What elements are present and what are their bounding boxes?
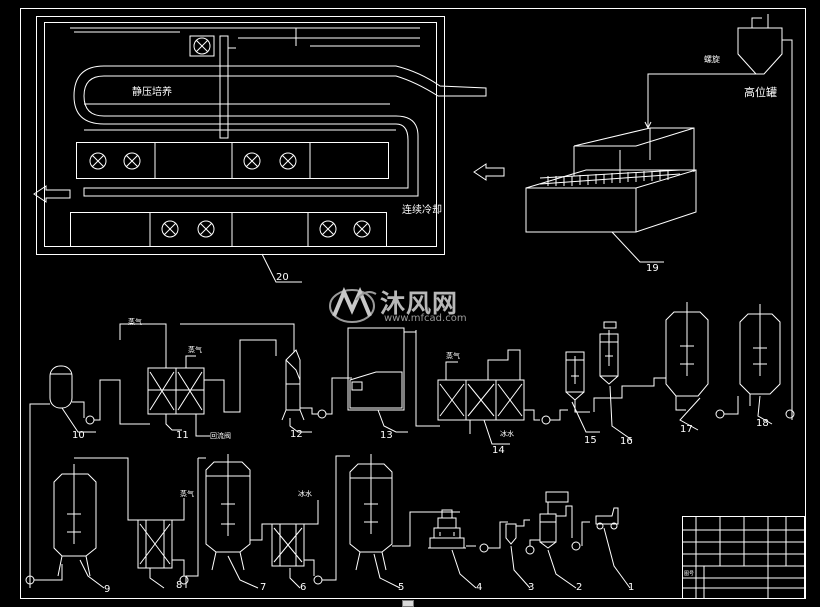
equipment-11-heat-exchanger — [119, 323, 295, 437]
equipment-9-tank — [25, 457, 129, 589]
equipment-number-3: 3 — [528, 582, 534, 593]
equipment-number-18: 18 — [756, 418, 769, 429]
equipment-14-heat-exchanger — [437, 349, 568, 445]
equipment-1-cart — [581, 507, 631, 589]
equipment-number-7: 7 — [260, 582, 266, 593]
tank-label: 高位罐 — [744, 85, 777, 99]
equipment-number-17: 17 — [680, 424, 693, 435]
steam-label-1: 蒸气 — [128, 317, 142, 326]
equipment-number-9: 9 — [104, 584, 110, 595]
steam-label-2: 蒸气 — [188, 345, 202, 354]
high-tank — [644, 14, 793, 420]
fan-icon — [189, 35, 215, 57]
equipment-18-fermenter — [739, 304, 795, 425]
equipment-number-8: 8 — [176, 580, 182, 591]
equipment-15-tank — [565, 351, 600, 433]
title-block — [682, 516, 805, 599]
equipment-number-16: 16 — [620, 436, 633, 447]
equipment-20-culture-chamber — [33, 16, 487, 283]
watermark-text: 沐风网 — [380, 289, 459, 318]
equipment-16-tank — [593, 321, 633, 441]
equipment-number-10: 10 — [72, 430, 85, 441]
culture-label: 静压培养 — [132, 85, 172, 98]
watermark-url: www.mfcad.com — [384, 313, 467, 324]
equipment-17-fermenter — [630, 302, 739, 431]
equipment-10-tank — [29, 365, 150, 588]
equipment-12-evaporator — [281, 349, 352, 433]
water-label-2: 冰水 — [298, 489, 312, 498]
exit-arrow-icon — [33, 185, 71, 203]
filling-grid — [539, 169, 681, 186]
equipment-13-mixer — [347, 327, 440, 433]
equipment-number-20: 20 — [276, 272, 289, 283]
feed-arrow-icon — [473, 163, 505, 181]
scrollbar-tab[interactable] — [402, 600, 414, 607]
equipment-number-5: 5 — [398, 582, 404, 593]
steam-label-4: 蒸气 — [180, 489, 194, 498]
equipment-19-filling-trough — [473, 127, 697, 263]
equipment-number-4: 4 — [476, 582, 482, 593]
equipment-7-tank — [179, 454, 259, 589]
equipment-6-heat-exchanger — [250, 455, 350, 589]
equipment-number-15: 15 — [584, 435, 597, 446]
equipment-number-19: 19 — [646, 263, 659, 274]
equipment-4-homogenizer — [428, 509, 508, 589]
fan-icon — [89, 152, 297, 170]
title-block-label: 图号 — [684, 571, 694, 577]
drawing-frame — [20, 8, 806, 599]
equipment-number-2: 2 — [576, 582, 582, 593]
equipment-3-filter — [505, 519, 531, 589]
equipment-number-13: 13 — [380, 430, 393, 441]
pump-label: 螺旋 — [704, 54, 720, 64]
equipment-2-tank — [525, 491, 581, 589]
water-label-1: 冰水 — [500, 429, 514, 438]
cooling-label: 连续冷却 — [402, 203, 442, 216]
equipment-number-12: 12 — [290, 429, 303, 440]
equipment-8-heat-exchanger — [127, 494, 185, 589]
watermark-logo-icon — [329, 286, 377, 323]
equipment-number-14: 14 — [492, 445, 505, 456]
return-label: 回流阀 — [210, 431, 231, 440]
watermark: 沐风网 www.mfcad.com — [326, 282, 496, 332]
equipment-number-11: 11 — [176, 430, 189, 441]
steam-label-3: 蒸气 — [446, 351, 460, 360]
equipment-number-1: 1 — [628, 582, 634, 593]
fan-icon — [161, 220, 371, 238]
equipment-number-6: 6 — [300, 582, 306, 593]
equipment-5-tank — [349, 454, 460, 589]
